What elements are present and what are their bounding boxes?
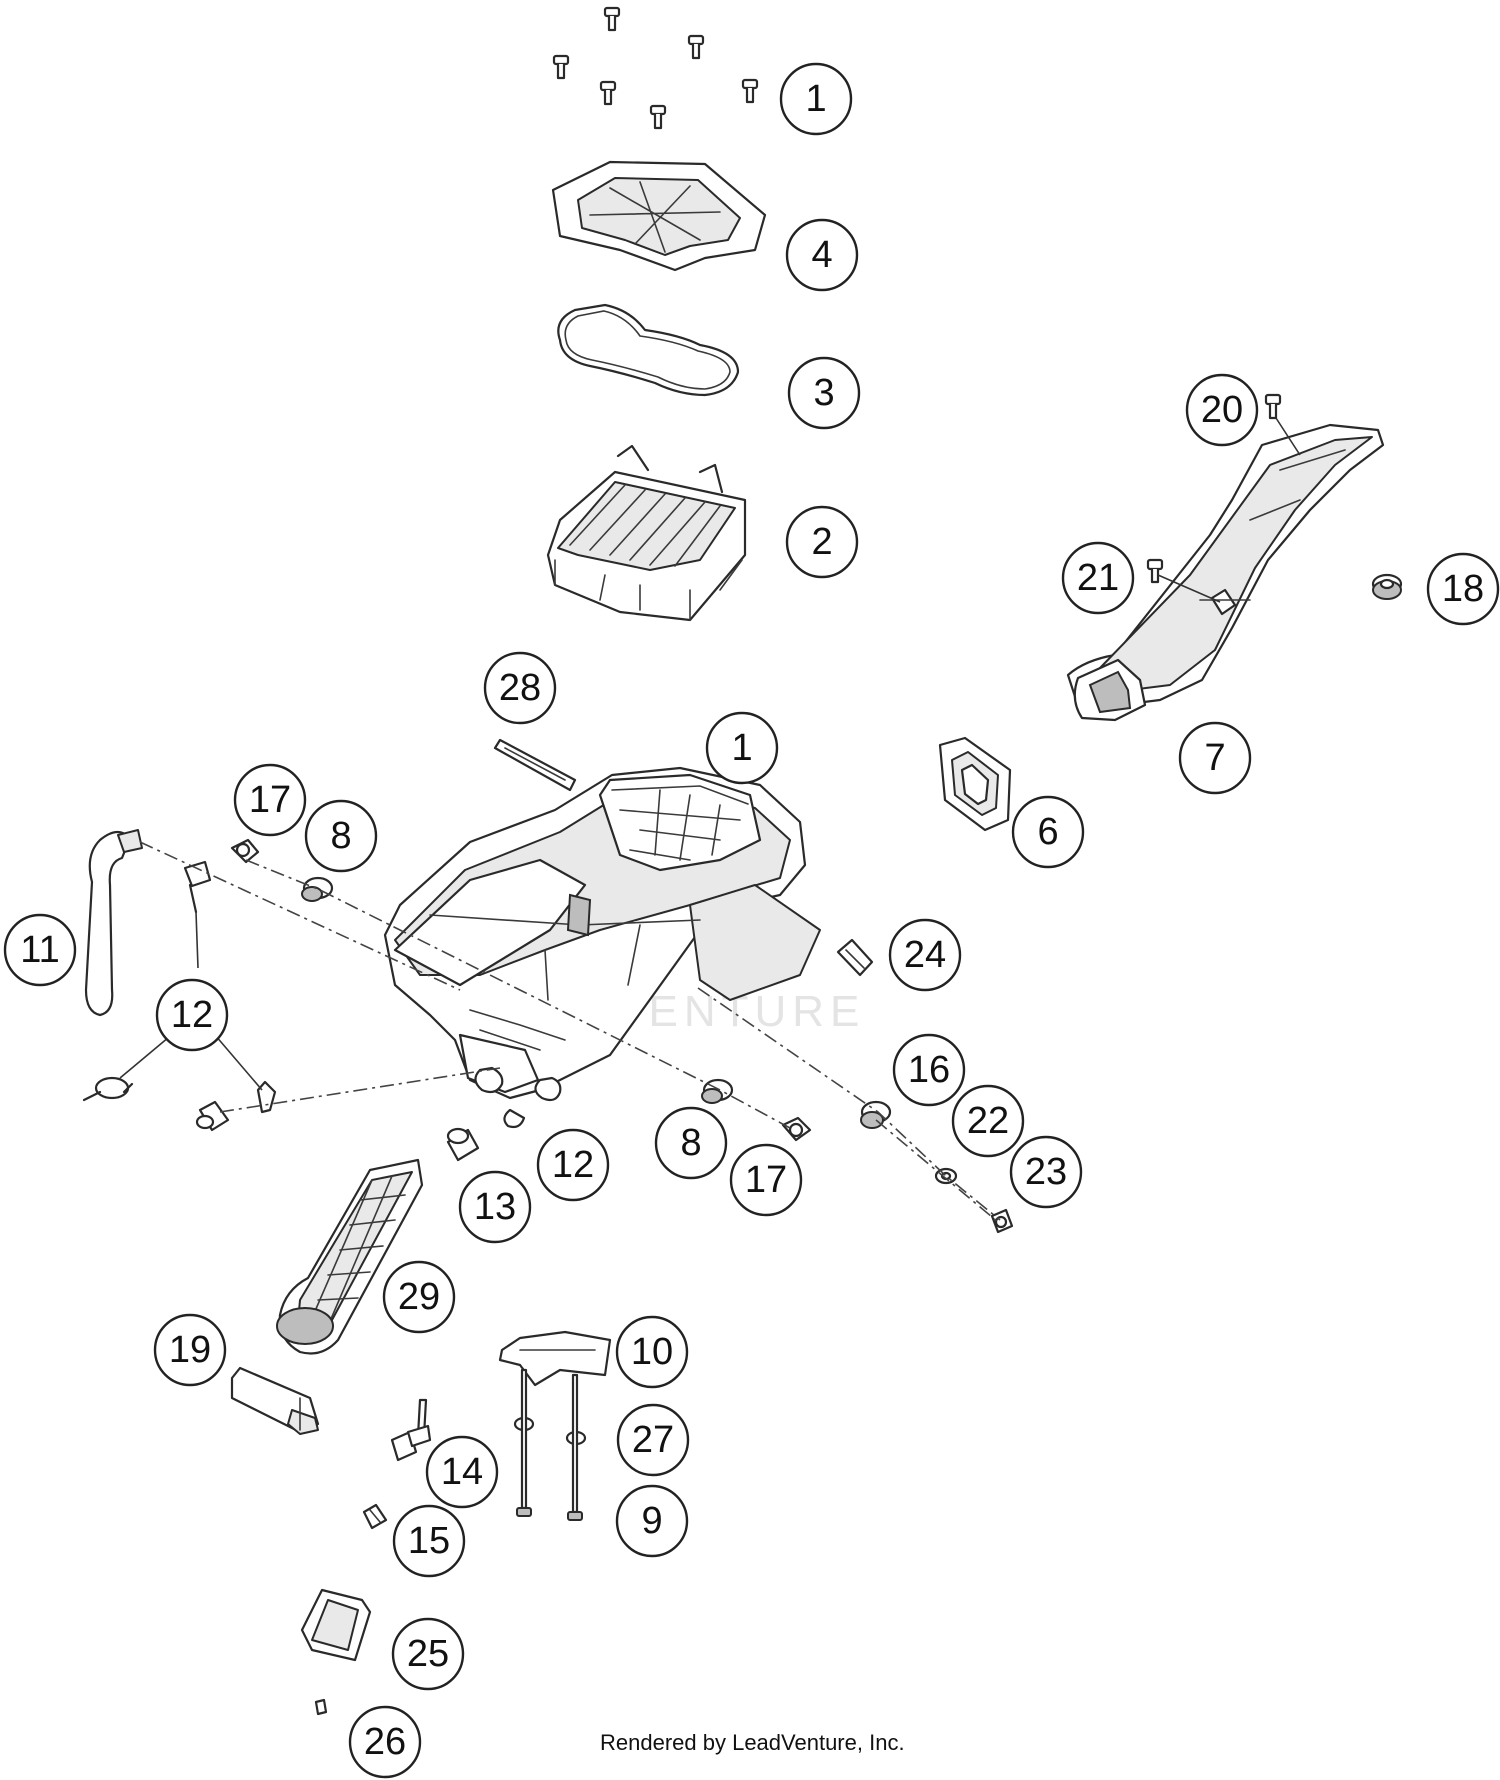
callout-11: 11: [3, 913, 77, 987]
svg-text:8: 8: [330, 815, 351, 857]
svg-text:1: 1: [805, 78, 826, 120]
part-21-screw: [1146, 558, 1164, 584]
callout-17-upper: 17: [233, 763, 307, 837]
part-1-airbox: [383, 766, 821, 1102]
part-23-screw: [990, 1208, 1014, 1234]
part-9-bolts: [516, 1368, 583, 1521]
svg-text:12: 12: [171, 994, 213, 1036]
part-5-screws: [552, 6, 759, 130]
svg-text:21: 21: [1077, 557, 1119, 599]
svg-text:19: 19: [169, 1329, 211, 1371]
svg-text:22: 22: [967, 1100, 1009, 1142]
part-4-filter-cover: [551, 160, 767, 272]
svg-text:16: 16: [908, 1049, 950, 1091]
callout-16: 16: [892, 1033, 966, 1107]
callout-12-left: 12: [155, 978, 229, 1052]
callout-28: 28: [483, 651, 557, 725]
part-28-cable-tie: [493, 738, 577, 792]
svg-text:18: 18: [1442, 568, 1484, 610]
part-14-temperature-sensor: [390, 1398, 432, 1462]
callout-10: 10: [615, 1315, 689, 1389]
svg-text:15: 15: [408, 1520, 450, 1562]
callout-5: 1: [779, 62, 853, 136]
callout-3: 3: [787, 356, 861, 430]
svg-text:24: 24: [904, 934, 946, 976]
callout-2: 2: [785, 505, 859, 579]
part-6-sleeve: [938, 736, 1012, 832]
part-7-intake-duct: [1066, 423, 1385, 722]
svg-text:23: 23: [1025, 1151, 1067, 1193]
callout-29: 29: [382, 1260, 456, 1334]
callout-17-lower: 17: [729, 1143, 803, 1217]
callout-19: 19: [153, 1313, 227, 1387]
callout-21: 21: [1061, 541, 1135, 615]
svg-text:14: 14: [441, 1451, 483, 1493]
callout-20: 20: [1185, 373, 1259, 447]
part-nipple-fitting: [195, 1100, 230, 1132]
part-3-gasket: [557, 303, 740, 397]
svg-text:28: 28: [499, 667, 541, 709]
svg-text:11: 11: [20, 929, 59, 971]
part-20-screw: [1264, 393, 1282, 420]
callout-7: 7: [1178, 721, 1252, 795]
part-24-clip: [836, 938, 874, 977]
callout-26: 26: [348, 1705, 422, 1779]
part-18-grommet: [1371, 573, 1403, 600]
part-11-breather-hose: [84, 829, 143, 1017]
svg-text:17: 17: [745, 1159, 787, 1201]
callout-24: 24: [888, 918, 962, 992]
svg-text:25: 25: [407, 1633, 449, 1675]
callout-14: 14: [425, 1435, 499, 1509]
callout-6: 6: [1011, 795, 1085, 869]
part-22-washer: [934, 1167, 958, 1185]
callout-27: 27: [616, 1403, 690, 1477]
callout-23: 23: [1009, 1135, 1083, 1209]
svg-text:27: 27: [632, 1419, 674, 1461]
callout-8-upper: 8: [304, 799, 378, 873]
part-2-air-filter: [546, 444, 747, 622]
part-8-grommet-lower: [701, 1078, 734, 1104]
svg-text:26: 26: [364, 1721, 406, 1763]
svg-text:3: 3: [813, 372, 834, 414]
svg-text:7: 7: [1204, 737, 1225, 779]
svg-text:13: 13: [474, 1186, 516, 1228]
assembly-axes: [139, 841, 1001, 1223]
part-8-grommet-upper: [301, 876, 334, 902]
part-26-screw: [314, 1698, 328, 1716]
svg-text:20: 20: [1201, 389, 1243, 431]
part-10-plate: [498, 1330, 612, 1387]
part-17-screw-upper: [230, 838, 260, 864]
credit-text: Rendered by LeadVenture, Inc.: [600, 1730, 905, 1755]
callout-25: 25: [391, 1617, 465, 1691]
part-15-clip: [362, 1503, 388, 1530]
part-19-sensor: [230, 1366, 320, 1435]
svg-text:8: 8: [680, 1122, 701, 1164]
svg-text:10: 10: [631, 1331, 673, 1373]
callout-9: 9: [615, 1484, 689, 1558]
svg-text:4: 4: [811, 234, 832, 276]
callout-18: 18: [1426, 552, 1500, 626]
callout-4: 4: [785, 218, 859, 292]
callout-22: 22: [951, 1084, 1025, 1158]
part-17-screw-lower: [781, 1116, 812, 1142]
svg-text:1: 1: [731, 727, 752, 769]
svg-text:17: 17: [249, 779, 291, 821]
part-16-rubber-mount: [860, 1100, 892, 1129]
svg-text:12: 12: [552, 1144, 594, 1186]
part-13-plug: [446, 1127, 480, 1162]
callout-8-lower: 8: [654, 1106, 728, 1180]
callouts: 1 4 3 2 20 21 18 28 1 7 6 17 8 11 24 12 …: [3, 62, 1500, 1779]
svg-text:29: 29: [398, 1276, 440, 1318]
callout-13: 13: [458, 1170, 532, 1244]
part-29-intake-rubber: [276, 1158, 424, 1355]
svg-text:2: 2: [811, 521, 832, 563]
callout-1: 1: [705, 711, 779, 785]
callout-12-lower: 12: [536, 1128, 610, 1202]
callout-15: 15: [392, 1504, 466, 1578]
part-25-bracket: [300, 1588, 372, 1662]
svg-text:6: 6: [1037, 811, 1058, 853]
svg-text:9: 9: [641, 1500, 662, 1542]
